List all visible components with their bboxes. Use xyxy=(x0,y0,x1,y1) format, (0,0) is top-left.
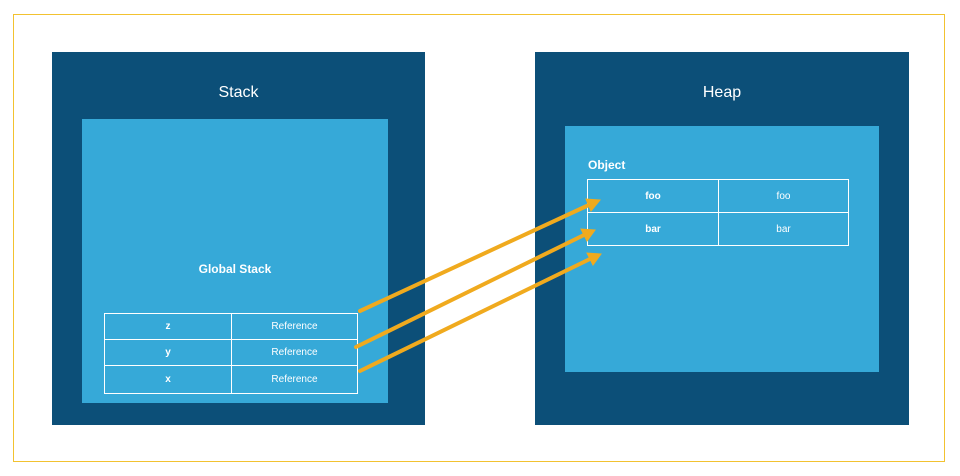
object-table: foo foo bar bar xyxy=(587,179,849,246)
heap-title: Heap xyxy=(702,84,742,101)
object-key: bar xyxy=(587,212,719,246)
table-row: foo foo xyxy=(587,179,849,213)
arrowhead-icon xyxy=(580,228,596,242)
stack-panel: Stack Global Stack z Reference y Referen… xyxy=(52,52,425,425)
reference-arrow-x xyxy=(358,256,594,373)
diagram-frame xyxy=(13,14,945,462)
global-stack-label: Global Stack xyxy=(198,262,272,276)
stack-table: z Reference y Reference x Reference xyxy=(104,313,358,394)
object-value: bar xyxy=(718,212,849,246)
table-row: y Reference xyxy=(104,339,358,366)
stack-var-value: Reference xyxy=(231,339,358,366)
reference-arrow-z xyxy=(358,202,593,313)
arrowhead-icon xyxy=(586,252,602,266)
object-box: Object foo foo bar bar xyxy=(565,126,879,372)
stack-var-name: x xyxy=(104,365,232,394)
table-row: z Reference xyxy=(104,313,358,340)
global-stack-box: Global Stack z Reference y Reference x R… xyxy=(82,119,388,403)
stack-var-value: Reference xyxy=(231,365,358,394)
reference-arrow-y xyxy=(354,232,588,349)
arrowhead-icon xyxy=(585,198,601,212)
table-row: x Reference xyxy=(104,365,358,394)
table-row: bar bar xyxy=(587,212,849,246)
heap-panel: Heap Object foo foo bar bar xyxy=(535,52,909,425)
object-label: Object xyxy=(588,158,626,172)
stack-var-name: y xyxy=(104,339,232,366)
stack-title: Stack xyxy=(218,84,259,101)
object-key: foo xyxy=(587,179,719,213)
